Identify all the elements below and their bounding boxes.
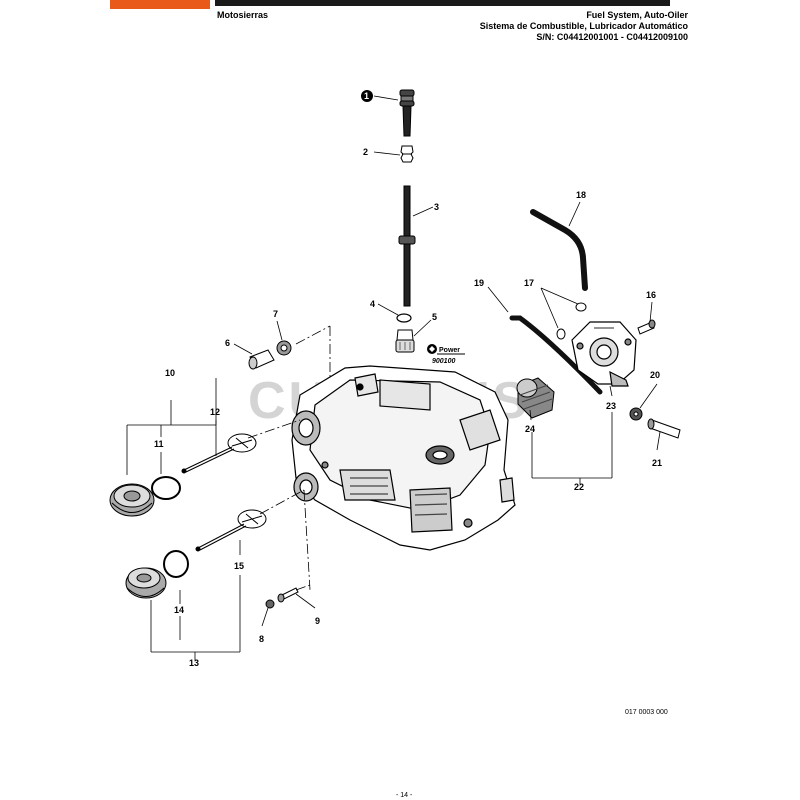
svg-text:1: 1 xyxy=(364,91,369,101)
section-title: Motosierras xyxy=(217,10,269,20)
callout-13: 13 xyxy=(189,658,199,668)
callout-11: 11 xyxy=(154,439,164,449)
callout-5: 5 xyxy=(432,312,437,322)
part-5-filter xyxy=(395,329,415,353)
callout-17: 17 xyxy=(524,278,534,288)
title-spanish: Sistema de Combustible, Lubricador Autom… xyxy=(479,21,688,31)
part-17-plugs xyxy=(556,302,587,340)
callout-16: 16 xyxy=(646,290,656,300)
part-15-cap-strap xyxy=(195,509,267,552)
callout-22: 22 xyxy=(574,482,584,492)
leader-lines xyxy=(126,95,661,660)
part-20-spring xyxy=(629,407,643,421)
part-23-oil-pump xyxy=(571,321,637,387)
callout-12: 12 xyxy=(210,407,220,417)
callout-14: 14 xyxy=(174,605,184,615)
callout-21: 21 xyxy=(652,458,662,468)
part-10-tank-cap xyxy=(109,483,155,517)
alignment-lines xyxy=(247,325,331,591)
part-3-hose xyxy=(398,185,416,307)
part-21-pin xyxy=(647,418,681,439)
header-rule xyxy=(215,0,670,6)
part-8-nut xyxy=(265,599,275,609)
part-13-tank-cap xyxy=(125,567,167,599)
page-number: - 14 - xyxy=(396,792,413,799)
callout-8: 8 xyxy=(259,634,264,644)
title-english: Fuel System, Auto-Oiler xyxy=(586,10,688,20)
repower-label: Power xyxy=(439,347,460,354)
callout-18: 18 xyxy=(576,190,586,200)
part-19-oil-line xyxy=(509,315,603,395)
page-heading: Fuel System, Auto-Oiler Sistema de Combu… xyxy=(480,10,688,43)
brand-logo xyxy=(110,0,210,9)
part-9-screw xyxy=(277,587,299,603)
callout-4: 4 xyxy=(370,299,375,309)
part-4-oring xyxy=(396,313,412,323)
part-18-oil-hose xyxy=(530,209,588,291)
callout-24: 24 xyxy=(525,424,535,434)
part-1-fitting xyxy=(399,89,415,137)
callout-7: 7 xyxy=(273,309,278,319)
part-6-valve xyxy=(248,349,275,370)
serial-range: S/N: C04412001001 - C04412009100 xyxy=(536,32,688,42)
part-11-cap-seal xyxy=(151,476,181,500)
figure-reference: 017 0003 000 xyxy=(625,709,668,716)
crankcase xyxy=(291,365,516,551)
repower-badge: Power 900100 xyxy=(427,344,465,365)
callout-23: 23 xyxy=(606,401,616,411)
callout-2: 2 xyxy=(363,147,368,157)
callout-19: 19 xyxy=(474,278,484,288)
header-bar xyxy=(0,0,800,9)
part-7-valve-seal xyxy=(276,340,292,356)
callout-6: 6 xyxy=(225,338,230,348)
repower-number: 900100 xyxy=(432,358,455,365)
callout-3: 3 xyxy=(434,202,439,212)
part-16-screw xyxy=(637,319,656,335)
callout-20: 20 xyxy=(650,370,660,380)
callout-1: 1 xyxy=(361,90,373,102)
callout-15: 15 xyxy=(234,561,244,571)
callout-10: 10 xyxy=(165,368,175,378)
part-2-connector xyxy=(400,145,414,163)
part-12-cap-strap xyxy=(181,433,257,474)
part-14-cap-seal xyxy=(163,550,189,578)
part-24-pump-gear xyxy=(516,377,555,419)
callout-9: 9 xyxy=(315,616,320,626)
